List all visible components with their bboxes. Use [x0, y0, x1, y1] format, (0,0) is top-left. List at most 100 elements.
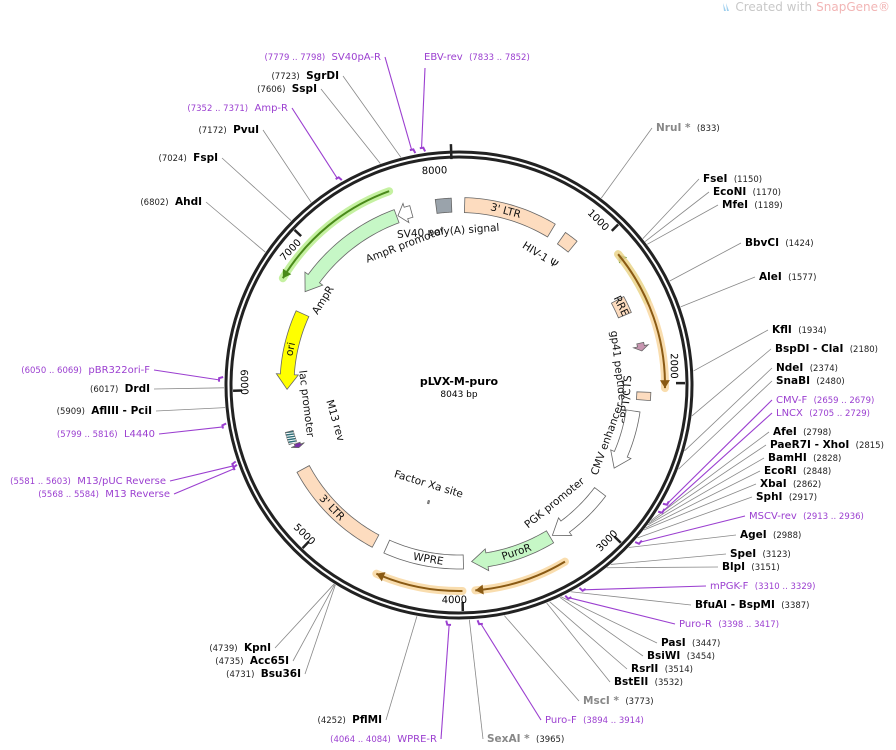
tick-label: 8000 — [422, 165, 448, 177]
enzyme-label-spei[interactable]: SpeI (3123) — [730, 548, 791, 560]
primer-label-m13-reverse[interactable]: (5568 .. 5584) M13 Reverse — [38, 489, 170, 500]
feature-gp41-peptide[interactable] — [632, 341, 650, 352]
site-line-bsteii — [546, 602, 611, 683]
enzyme-label-ndei[interactable]: NdeI (2374) — [776, 362, 838, 374]
enzyme-label-pvui[interactable]: (7172) PvuI — [198, 124, 259, 136]
orf-arrow — [475, 560, 566, 592]
enzyme-label-rsrii[interactable]: RsrII (3514) — [631, 663, 693, 675]
enzyme-label-bsiwi[interactable]: BsiWI (3454) — [647, 650, 715, 662]
enzyme-label-fsei[interactable]: FseI (1150) — [703, 173, 762, 185]
primer-label-m13-puc-reverse[interactable]: (5581 .. 5603) M13/pUC Reverse — [10, 476, 166, 487]
primer-mark-puro-r — [564, 595, 572, 600]
primer-label-puro-r[interactable]: Puro-R (3398 .. 3417) — [679, 619, 779, 630]
tick-mark — [449, 144, 453, 160]
enzyme-label-pflmi[interactable]: (4252) PflMI — [318, 714, 382, 726]
site-position: (1150) — [734, 175, 762, 185]
enzyme-label-drdi[interactable]: (6017) DrdI — [90, 383, 150, 395]
primer-label-mpgk-f[interactable]: mPGK-F (3310 .. 3329) — [710, 581, 815, 592]
enzyme-label-mfei[interactable]: MfeI (1189) — [722, 199, 783, 211]
feature-rre[interactable] — [610, 295, 632, 319]
feature-sv40-poly-a-signal[interactable] — [434, 197, 453, 214]
feature-ori[interactable] — [275, 310, 310, 391]
enzyme-label-agei[interactable]: AgeI (2988) — [740, 529, 801, 541]
enzyme-label-econi[interactable]: EcoNI (1170) — [713, 186, 781, 198]
enzyme-label-bbvci[interactable]: BbvCI (1424) — [745, 237, 814, 249]
primer-line-mpgk-f — [584, 585, 707, 591]
feature-factor-xa-site[interactable] — [426, 499, 431, 505]
primer-label-amp-r[interactable]: (7352 .. 7371) Amp-R — [187, 103, 288, 114]
enzyme-label-bamhi[interactable]: BamHI (2828) — [768, 452, 841, 464]
feature-puror[interactable] — [470, 530, 555, 572]
primer-label-l4440[interactable]: (5799 .. 5816) L4440 — [57, 429, 155, 440]
enzyme-label-snabi[interactable]: SnaBI (2480) — [776, 375, 845, 387]
enzyme-label-kfli[interactable]: KflI (1934) — [772, 324, 826, 336]
site-position: (3532) — [655, 678, 683, 688]
enzyme-label-blpi[interactable]: BlpI (3151) — [722, 561, 780, 573]
enzyme-label-nrui[interactable]: NruI * (833) — [656, 122, 720, 134]
enzyme-label-afliii-pcii[interactable]: (5909) AflIII - PciI — [57, 405, 152, 417]
enzyme-label-sexai[interactable]: SexAI * (3965) — [487, 733, 564, 745]
site-name: DrdI — [125, 383, 150, 395]
enzyme-label-ahdi[interactable]: (6802) AhdI — [140, 196, 202, 208]
site-name: XbaI — [760, 478, 787, 490]
enzyme-label-alei[interactable]: AleI (1577) — [759, 271, 816, 283]
primer-label-pbr322ori-f[interactable]: (6050 .. 6069) pBR322ori-F — [21, 365, 150, 376]
enzyme-label-pasi[interactable]: PasI (3447) — [661, 637, 720, 649]
feature-cmv-enhancer[interactable] — [610, 409, 641, 469]
enzyme-label-bsteii[interactable]: BstEII (3532) — [614, 676, 683, 688]
enzyme-label-bsu36i[interactable]: (4731) Bsu36I — [226, 668, 301, 680]
feature-wpre[interactable] — [383, 539, 464, 570]
backbone-inner-strand — [229, 155, 689, 615]
site-position: (3454) — [687, 652, 715, 662]
site-line-rsrii — [549, 601, 628, 670]
site-name: BamHI — [768, 452, 807, 464]
feature-cppt-cts[interactable] — [635, 391, 652, 402]
enzyme-label-bspdi-clai[interactable]: BspDI - ClaI (2180) — [775, 343, 878, 355]
feature-stripe — [286, 434, 295, 437]
site-position: (1424) — [785, 239, 813, 249]
enzyme-label-sphi[interactable]: SphI (2917) — [756, 491, 817, 503]
enzyme-label-paer7i-xhoi[interactable]: PaeR7I - XhoI (2815) — [770, 439, 884, 451]
primer-label-mscv-rev[interactable]: MSCV-rev (2913 .. 2936) — [749, 511, 864, 522]
site-position: (5909) — [57, 407, 85, 417]
primer-label-cmv-f[interactable]: CMV-F (2659 .. 2679) — [776, 395, 874, 406]
feature-ampr-promoter[interactable] — [397, 202, 414, 224]
primer-label-sv40pa-r[interactable]: (7779 .. 7798) SV40pA-R — [264, 52, 381, 63]
orf-arrow — [281, 190, 390, 279]
site-name: PvuI — [233, 124, 259, 136]
site-line-nrui — [601, 127, 653, 199]
primer-mark-sv40pa-r — [409, 148, 417, 154]
orf-arrowhead — [659, 380, 670, 389]
primer-label-wpre-r[interactable]: (4064 .. 4084) WPRE-R — [330, 734, 437, 745]
primer-label-lncx[interactable]: LNCX (2705 .. 2729) — [776, 408, 870, 419]
site-line-pflmi — [385, 616, 418, 721]
feature-3-ltr[interactable] — [296, 465, 380, 548]
enzyme-label-sgrdi[interactable]: (7723) SgrDI — [271, 70, 339, 82]
site-position: (1189) — [754, 201, 782, 211]
enzyme-label-kpni[interactable]: (4739) KpnI — [209, 642, 271, 654]
primer-line-pbr322ori-f — [153, 369, 220, 381]
site-name: PasI — [661, 637, 686, 649]
feature-stripe — [288, 441, 297, 444]
tick-label: 6000 — [238, 369, 250, 395]
feature-3-ltr[interactable] — [463, 197, 556, 238]
feature-ampr[interactable] — [304, 209, 400, 293]
feature-m13-rev[interactable] — [291, 441, 305, 449]
enzyme-label-afei[interactable]: AfeI (2798) — [773, 426, 831, 438]
enzyme-label-xbai[interactable]: XbaI (2862) — [760, 478, 821, 490]
enzyme-label-sspi[interactable]: (7606) SspI — [257, 83, 317, 95]
enzyme-label-bfuai-bspmi[interactable]: BfuAI - BspMI (3387) — [695, 599, 810, 611]
site-line-bfuai-bspmi — [570, 591, 692, 606]
enzyme-label-ecori[interactable]: EcoRI (2848) — [764, 465, 831, 477]
enzyme-label-msci[interactable]: MscI * (3773) — [583, 695, 654, 707]
site-position: (6017) — [90, 385, 118, 395]
site-line-sexai — [468, 619, 484, 740]
primer-label-puro-f[interactable]: Puro-F (3894 .. 3914) — [545, 715, 644, 726]
tick-mark — [613, 535, 622, 544]
enzyme-label-fspi[interactable]: (7024) FspI — [159, 152, 218, 164]
enzyme-label-acc65i[interactable]: (4735) Acc65I — [215, 655, 289, 667]
primer-label-ebv-rev[interactable]: EBV-rev (7833 .. 7852) — [424, 52, 530, 63]
feature-label-m13-rev: M13 rev — [323, 398, 346, 442]
feature-pgk-promoter[interactable] — [551, 487, 607, 536]
feature-hiv-1[interactable] — [556, 231, 578, 253]
